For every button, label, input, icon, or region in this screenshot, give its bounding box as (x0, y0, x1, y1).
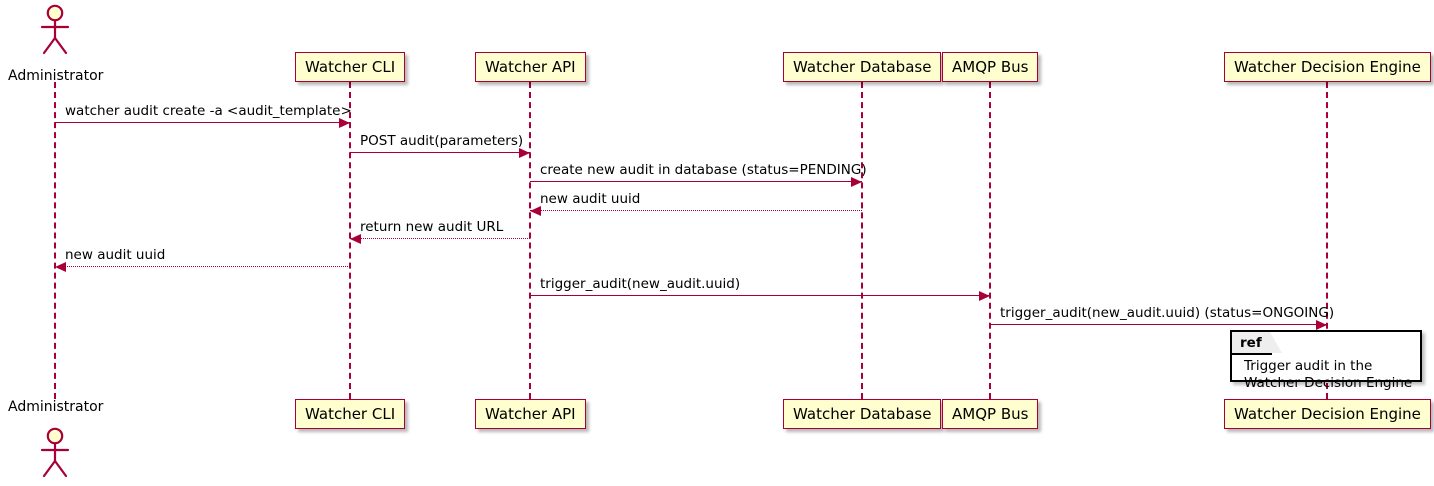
message-arrowhead-7 (979, 291, 990, 301)
message-line-6 (55, 266, 350, 267)
message-arrowhead-5 (350, 234, 361, 244)
actor-figure-top-administrator (33, 4, 77, 60)
message-arrowhead-4 (530, 206, 541, 216)
lifeline-watcher-api (529, 82, 531, 399)
message-line-4 (530, 210, 862, 211)
message-label-5: return new audit URL (360, 219, 504, 235)
message-label-1: watcher audit create -a <audit_template> (65, 103, 352, 119)
message-label-6: new audit uuid (65, 247, 166, 263)
message-line-7 (530, 295, 990, 296)
message-line-5 (350, 238, 530, 239)
message-line-3 (530, 181, 862, 182)
message-label-7: trigger_audit(new_audit.uuid) (540, 276, 741, 292)
ref-fragment-tab-notch (1270, 332, 1282, 353)
participant-box-bottom-watcher-cli[interactable]: Watcher CLI (295, 399, 406, 429)
participant-box-top-watcher-cli[interactable]: Watcher CLI (295, 52, 406, 82)
ref-fragment-keyword: ref (1232, 332, 1272, 355)
participant-box-bottom-watcher-api[interactable]: Watcher API (475, 399, 586, 429)
message-label-2: POST audit(parameters) (360, 133, 524, 149)
message-label-3: create new audit in database (status=PEN… (540, 162, 867, 178)
participant-box-top-watcher-database[interactable]: Watcher Database (783, 52, 942, 82)
participant-box-top-amqp-bus[interactable]: AMQP Bus (942, 52, 1039, 82)
message-label-8: trigger_audit(new_audit.uuid) (status=ON… (1000, 305, 1335, 321)
lifeline-administrator (54, 82, 56, 399)
message-arrowhead-1 (339, 118, 350, 128)
lifeline-amqp-bus (989, 82, 991, 399)
message-arrowhead-2 (519, 148, 530, 158)
ref-fragment-line-1: Trigger audit in the (1244, 358, 1373, 374)
participant-label-bottom-administrator: Administrator (8, 399, 104, 415)
ref-fragment-line-2: Watcher Decision Engine (1244, 375, 1413, 391)
participant-box-top-watcher-decision-engine[interactable]: Watcher Decision Engine (1224, 52, 1431, 82)
actor-figure-bottom-administrator (33, 427, 77, 483)
participant-label-top-administrator: Administrator (8, 68, 104, 84)
participant-box-top-watcher-api[interactable]: Watcher API (475, 52, 586, 82)
message-line-2 (350, 152, 530, 153)
message-label-4: new audit uuid (540, 191, 641, 207)
participant-box-bottom-watcher-decision-engine[interactable]: Watcher Decision Engine (1224, 399, 1431, 429)
message-arrowhead-3 (851, 177, 862, 187)
message-arrowhead-8 (1316, 320, 1327, 330)
participant-box-bottom-amqp-bus[interactable]: AMQP Bus (942, 399, 1039, 429)
participant-box-bottom-watcher-database[interactable]: Watcher Database (783, 399, 942, 429)
lifeline-watcher-database (861, 82, 863, 399)
lifeline-watcher-decision-engine (1326, 82, 1328, 399)
message-line-8 (990, 324, 1327, 325)
message-arrowhead-6 (55, 262, 66, 272)
message-line-1 (55, 122, 350, 123)
